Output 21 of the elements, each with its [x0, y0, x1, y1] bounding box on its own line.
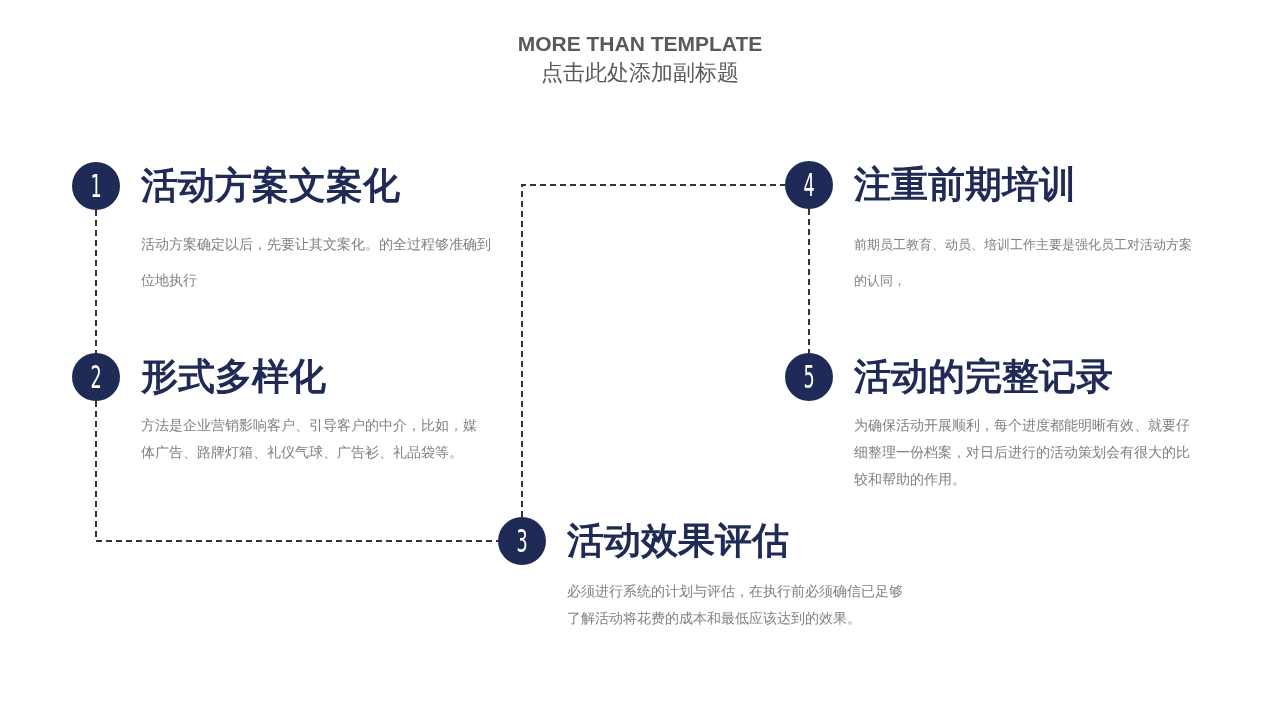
dashed-connector: [521, 184, 786, 518]
dashed-connector: [95, 209, 97, 354]
step-heading: 活动方案文案化: [141, 164, 400, 208]
step-number-circle: 4: [785, 161, 833, 209]
step-description: 方法是企业营销影响客户、引导客户的中介，比如，媒体广告、路牌灯箱、礼仪气球、广告衫、礼品袋等。: [141, 416, 478, 462]
step-heading: 活动的完整记录: [854, 355, 1113, 399]
step-number-circle: 3: [498, 517, 546, 565]
step-number-circle: 5: [785, 353, 833, 401]
step-description: 活动方案确定以后，先要让其文案化。的全过程够准确到位地执行: [141, 236, 492, 290]
step-heading: 活动效果评估: [567, 519, 789, 563]
dashed-connector: [808, 208, 810, 354]
step-heading: 形式多样化: [141, 355, 326, 399]
slide-title: MORE THAN TEMPLATE: [517, 31, 763, 57]
dashed-connector: [95, 400, 499, 542]
step-description: 为确保活动开展顺利，每个进度都能明晰有效、就要仔细整理一份档案，对日后进行的活动策划会有很大的比较和帮助的作用。: [854, 416, 1191, 489]
step-number-circle: 1: [72, 162, 120, 210]
step-description: 必须进行系统的计划与评估，在执行前必须确信已足够了解活动将花费的成本和最低应该达到的效果。: [567, 582, 904, 628]
step-heading: 注重前期培训: [854, 163, 1076, 207]
slide-subtitle: 点击此处添加副标题: [541, 59, 739, 87]
step-description: 前期员工教育、动员、培训工作主要是强化员工对活动方案的认同，: [854, 236, 1193, 290]
step-number-circle: 2: [72, 353, 120, 401]
